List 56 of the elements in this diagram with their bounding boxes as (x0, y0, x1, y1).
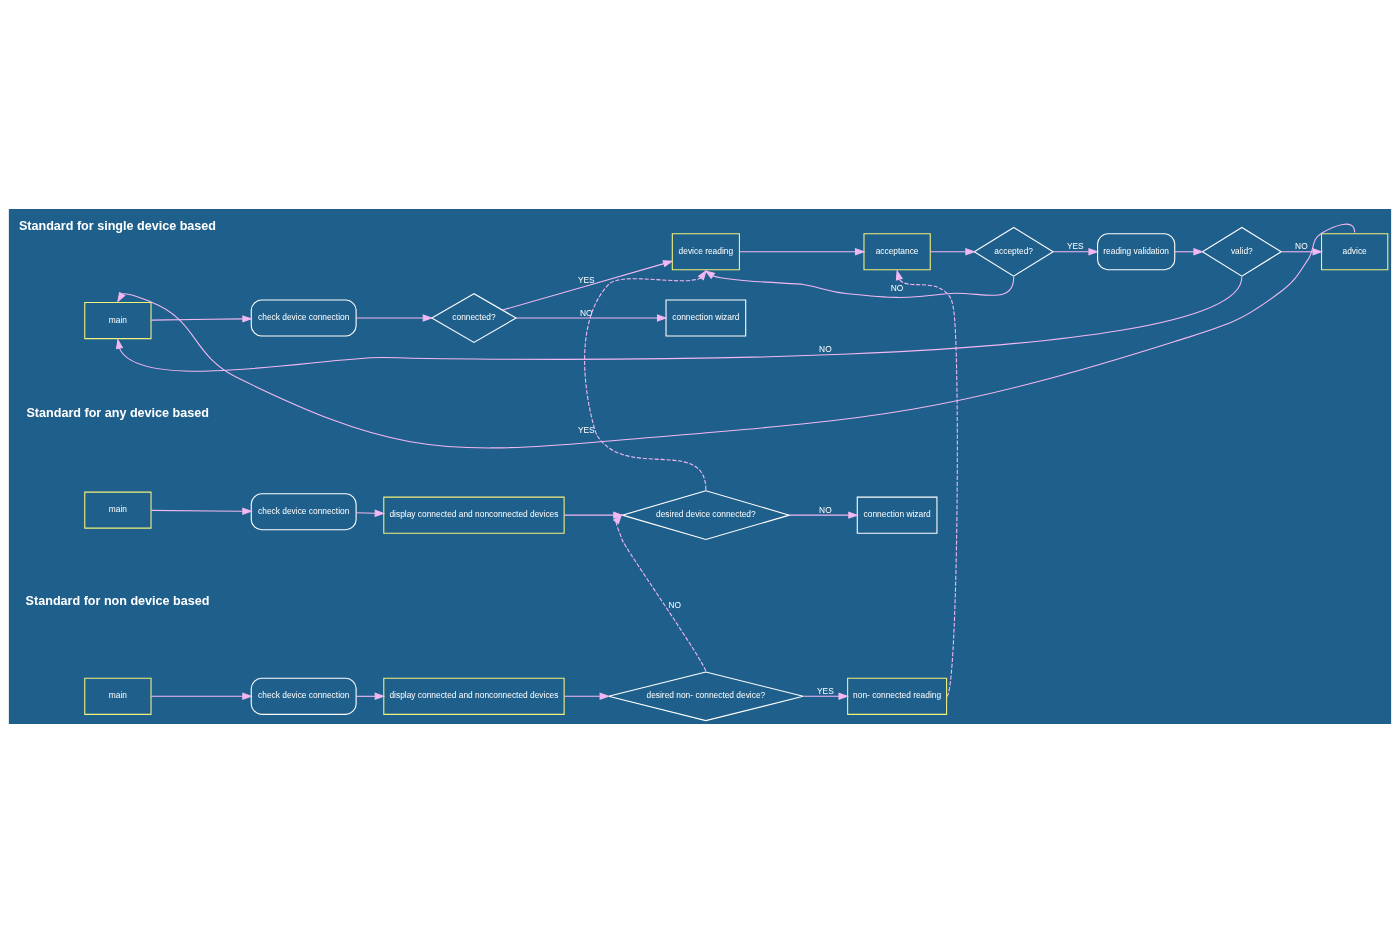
arrow (502, 260, 674, 311)
node-box: check device connection (250, 677, 357, 715)
node-box: main (84, 301, 152, 340)
arrow (355, 314, 434, 322)
arrow (738, 248, 866, 256)
arrow (1052, 248, 1099, 256)
node-box: device reading (671, 233, 740, 271)
arrow (115, 276, 1243, 372)
node-box: advice (1320, 233, 1389, 271)
edge-label: YES (1066, 241, 1084, 252)
arrow (802, 692, 850, 701)
node-diamond: desired non- connected device? (608, 671, 804, 722)
node-diamond: valid? (1201, 226, 1283, 277)
node-box: acceptance (863, 233, 931, 271)
node-box: check device connection (250, 299, 357, 337)
node-diamond: accepted? (973, 226, 1055, 277)
edge-label: NO (580, 307, 593, 318)
label: Standard for any device based (26, 405, 209, 420)
arrow (515, 314, 668, 322)
arrow (789, 511, 859, 519)
edge-label: NO (890, 283, 904, 294)
edge-label: YES (577, 424, 595, 435)
arrow (1174, 248, 1204, 256)
node-diamond: desired device connected? (620, 490, 792, 541)
node-box: non- connected reading (847, 677, 948, 715)
edge-label: NO (819, 504, 832, 515)
arrow (150, 315, 253, 323)
arrow (563, 692, 611, 701)
arrow (584, 269, 707, 491)
node-box: display connected and nonconnected devices (383, 496, 565, 534)
arrow (929, 248, 976, 256)
arrow (563, 511, 624, 519)
node-diamond: connected? (430, 293, 518, 343)
node-box: main (84, 677, 152, 715)
arrow (355, 692, 386, 701)
node-box: reading validation (1097, 233, 1176, 271)
arrow (150, 692, 253, 701)
node-box: connection wizard (856, 496, 938, 534)
arrow (704, 270, 1015, 298)
arrow (117, 223, 1356, 449)
edge-label: YES (817, 685, 834, 696)
edge-label: NO (1295, 241, 1308, 252)
edge-label: YES (577, 274, 595, 285)
edge-label: NO (668, 599, 682, 610)
arrow (355, 509, 386, 517)
edge-label: NO (819, 344, 832, 355)
node-box: main (84, 491, 152, 529)
label: Standard for single device based (18, 218, 217, 233)
arrow (612, 513, 707, 673)
node-box: check device connection (250, 493, 357, 531)
label: Standard for non device based (25, 594, 210, 609)
arrow (895, 269, 958, 697)
node-box: display connected and nonconnected devices (383, 677, 565, 715)
arrow (150, 507, 253, 515)
arrow (1281, 248, 1324, 256)
node-box: connection wizard (665, 299, 747, 337)
